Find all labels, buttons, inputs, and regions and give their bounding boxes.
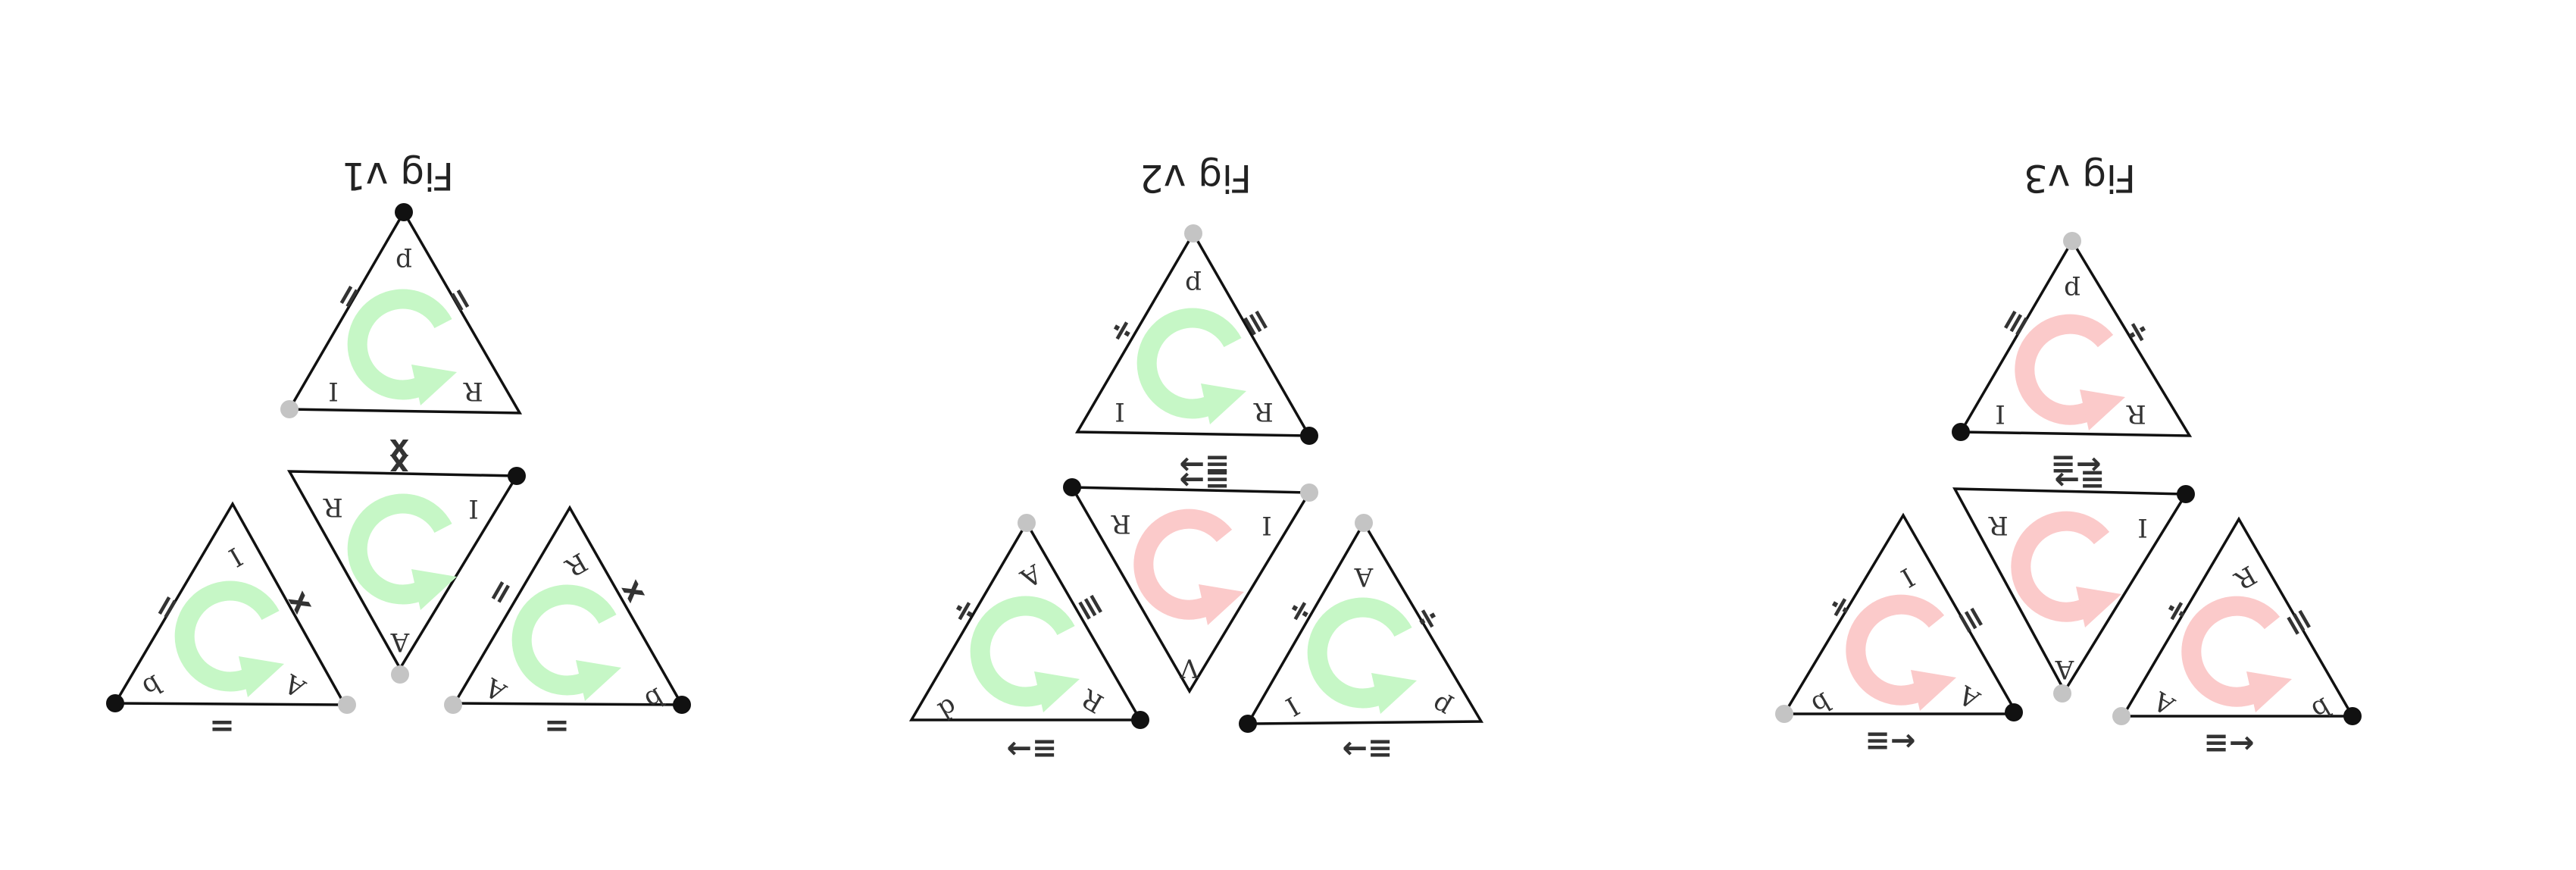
vertex-label: I [468, 493, 478, 524]
vertex-dot-gray [391, 665, 409, 684]
vertex-dot-gray [2063, 232, 2081, 250]
vertex-dot-gray [2112, 707, 2131, 725]
vertex-dot-black [1300, 427, 1318, 445]
triangle-top: p R I ≡ ÷ ≡→ [1074, 224, 1318, 482]
vertex-dot-gray [338, 696, 356, 714]
vertex-label: R [2126, 399, 2146, 429]
vertex-label: R [559, 546, 592, 583]
vertex-dot-black [508, 467, 526, 485]
triangle-bottom-left: I A b = = x [106, 501, 356, 743]
vertex-label: I [1280, 690, 1305, 721]
triangle-bottom-right: R A b = = x [444, 505, 691, 743]
vertex-label: R [1253, 396, 1274, 427]
edge-mark: = [209, 709, 235, 743]
vertex-dot-gray [1018, 514, 1036, 532]
triangle-top: p R I ≡ ÷ ←≡ [1952, 232, 2193, 482]
edge-mark: x [389, 432, 409, 467]
vertex-dot-black [106, 694, 124, 712]
edge-mark: x [278, 587, 318, 621]
vertex-label: A [1354, 562, 1374, 592]
figure-title: Fig v1 [342, 154, 454, 198]
edge-mark: ≡→ [2054, 462, 2105, 497]
vertex-label: I [2137, 512, 2147, 543]
vertex-dot-gray [280, 400, 299, 418]
vertex-dot-gray [444, 696, 462, 714]
vertex-dot-gray [2053, 684, 2071, 703]
vertex-dot-gray [1300, 484, 1318, 502]
edge-mark: = [480, 572, 523, 612]
vertex-label: I [1896, 562, 1920, 593]
vertex-dot-gray [1775, 705, 1793, 723]
triangle-middle: R I V ≡→ [1063, 462, 1318, 694]
vertex-label: I [1114, 396, 1124, 427]
vertex-dot-black [1131, 711, 1149, 729]
vertex-label: R [1988, 510, 2009, 540]
edge-mark: ÷ [2115, 312, 2159, 352]
triangle-middle: R I A x [286, 432, 526, 684]
figure-title: Fig v3 [2024, 156, 2136, 200]
vertex-label: b [639, 681, 669, 716]
edge-mark: ≡→ [1179, 447, 1230, 482]
figure-title: Fig v2 [1140, 156, 1252, 200]
vertex-dot-black [1063, 478, 1081, 496]
vertex-label: p [395, 247, 412, 277]
edge-mark: ≡ [2277, 602, 2320, 642]
vertex-label: p [1185, 270, 1202, 300]
vertex-label: A [2055, 654, 2074, 684]
vertex-label: I [224, 541, 248, 572]
triangle-middle: R I A ≡→ [1952, 462, 2195, 703]
vertex-label: V [1179, 652, 1199, 683]
edge-mark: ÷ [1101, 311, 1144, 350]
vertex-label: b [2306, 691, 2336, 726]
edge-mark: x [611, 575, 652, 610]
vertex-label: I [1261, 510, 1271, 540]
edge-mark: = [544, 709, 570, 743]
triangle-bottom-left: A d R ÷ ≡ ≡→ [908, 514, 1149, 766]
vertex-label: p [1427, 689, 1456, 724]
vertex-dot-black [1952, 423, 1970, 441]
edge-mark: ←≡ [2203, 726, 2254, 761]
edge-mark: ←≡ [1865, 724, 1915, 759]
vertex-label: A [390, 627, 410, 657]
edge-mark: ≡→ [1179, 462, 1230, 497]
vertex-dot-black [1239, 715, 1257, 733]
figure-v3: Fig v3 p R I ≡ ÷ ←≡ R I A ≡→ I [1775, 156, 2362, 761]
vertex-label: R [1076, 682, 1108, 718]
vertex-label: R [2228, 559, 2261, 596]
vertex-dot-black [395, 203, 413, 221]
vertex-label: p [2064, 275, 2080, 305]
vertex-dot-black [2005, 703, 2023, 721]
edge-mark: ≡→ [1006, 731, 1057, 766]
vertex-dot-black [2177, 485, 2195, 503]
vertex-label: A [279, 668, 311, 704]
edge-mark: ≡→ [1342, 731, 1393, 766]
vertex-dot-black [2343, 707, 2362, 725]
triangle-bottom-right: R A b ≡ ÷ ←≡ [2112, 516, 2362, 761]
vertex-dot-gray [1355, 514, 1373, 532]
vertex-label: I [1995, 399, 2005, 429]
vertex-label: A [480, 671, 512, 708]
edge-mark: ←≡ [2050, 447, 2101, 482]
vertex-label: R [323, 492, 343, 522]
edge-mark: ≡ [1068, 587, 1111, 627]
vertex-dot-black [673, 696, 691, 714]
vertex-label: R [1111, 509, 1131, 539]
edge-mark: x [389, 447, 409, 482]
vertex-label: R [463, 376, 483, 406]
vertex-label: A [1014, 558, 1047, 594]
vertex-label: A [1953, 679, 1986, 715]
figure-v2: Fig v2 p R I ≡ ÷ ≡→ R I V ≡→ A [908, 156, 1484, 766]
vertex-label: b [137, 668, 167, 703]
triangle-bottom-left: I A b ÷ ≡ ←≡ [1775, 512, 2023, 759]
vertex-dot-gray [1184, 224, 1202, 243]
figure-v1: Fig v1 p R I = = x R I A x [106, 154, 691, 743]
vertex-label: I [328, 376, 338, 406]
